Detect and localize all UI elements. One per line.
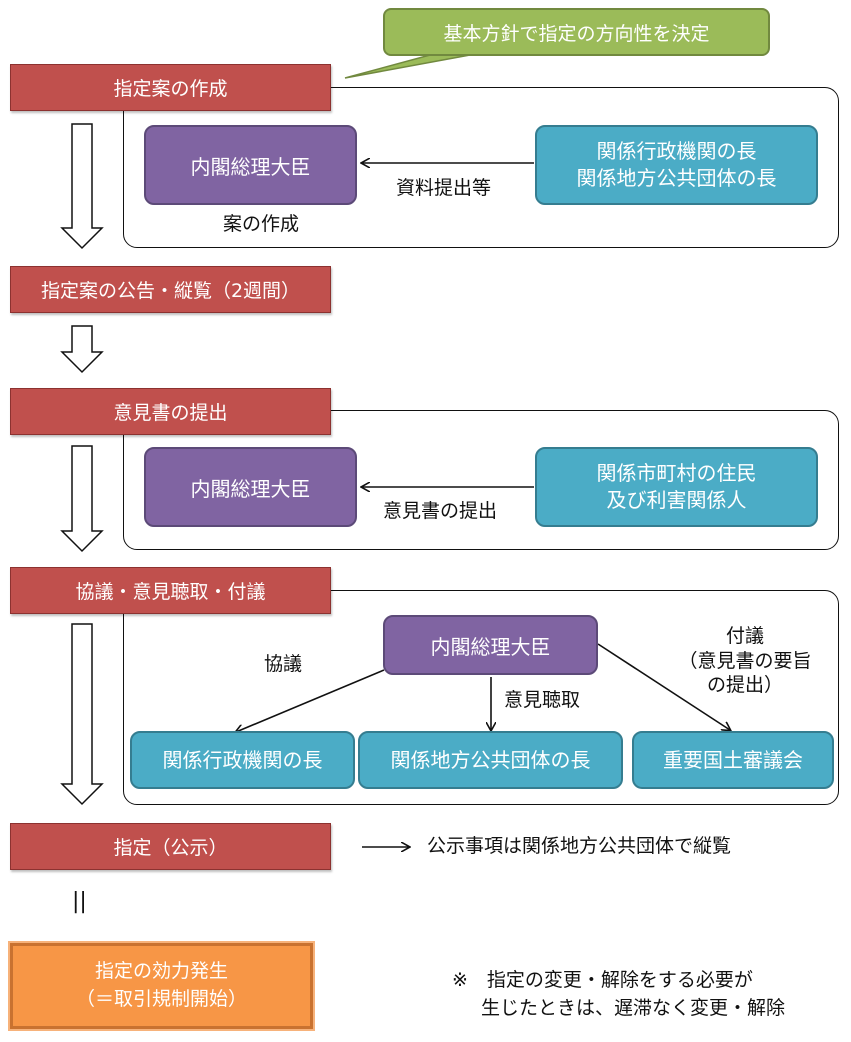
final-line1: 指定の効力発生 xyxy=(94,960,228,983)
footnote-line1: ※ 指定の変更・解除をする必要が xyxy=(452,969,753,991)
step4-actor: 内閣総理大臣 xyxy=(430,634,551,659)
step3-source-box: 関係市町村の住民 及び利害関係人 xyxy=(535,447,818,527)
step4-refer-line3: の提出） xyxy=(706,674,783,697)
step1-caption: 案の作成 xyxy=(223,213,300,235)
step4-title: 協議・意見聴取・付議 xyxy=(75,581,266,603)
step4-target-left-label: 関係行政機関の長 xyxy=(162,747,323,772)
step3-actor-box: 内閣総理大臣 xyxy=(144,447,357,527)
step1-actor-box: 内閣総理大臣 xyxy=(144,125,357,205)
step4-refer-line2: （意見書の要旨 xyxy=(678,649,812,672)
down-arrow-2 xyxy=(60,325,104,374)
step3-actor: 内閣総理大臣 xyxy=(190,476,311,501)
step1-frame xyxy=(123,87,839,248)
step1-title: 指定案の作成 xyxy=(113,78,228,100)
callout-text: 基本方針で指定の方向性を決定 xyxy=(443,22,710,45)
step4-frame xyxy=(123,590,839,805)
step4-target-right-label: 重要国土審議会 xyxy=(663,747,803,772)
step3-source-line2: 及び利害関係人 xyxy=(606,488,747,512)
final-line2: （＝取引規制開始） xyxy=(75,988,247,1010)
step5-title-box: 指定（公示） xyxy=(10,823,331,870)
step4-actor-box: 内閣総理大臣 xyxy=(383,615,598,675)
step2-title: 指定案の公告・縦覧（2週間） xyxy=(40,280,301,302)
step4-refer-label: 付議 （意見書の要旨 の提出） xyxy=(670,624,820,698)
step5-note: 公示事項は関係地方公共団体で縦覧 xyxy=(427,835,732,857)
final-box: 指定の効力発生 （＝取引規制開始） xyxy=(8,941,315,1031)
down-arrow-1 xyxy=(60,123,104,250)
equals-sign: || xyxy=(72,889,87,914)
step4-target-mid: 関係地方公共団体の長 xyxy=(358,731,623,789)
step1-title-box: 指定案の作成 xyxy=(10,64,331,111)
arrow-refer xyxy=(597,643,730,730)
step3-title: 意見書の提出 xyxy=(113,402,228,424)
footnote-line2: 生じたときは、遅滞なく変更・解除 xyxy=(481,997,786,1019)
step3-arrow-label: 意見書の提出 xyxy=(383,500,498,522)
step1-source-line1: 関係行政機関の長 xyxy=(596,139,757,163)
step2-title-box: 指定案の公告・縦覧（2週間） xyxy=(10,266,331,313)
step4-target-left: 関係行政機関の長 xyxy=(130,731,355,789)
step1-actor: 内閣総理大臣 xyxy=(190,154,311,179)
step4-refer-line1: 付議 xyxy=(725,625,764,647)
step3-source-line1: 関係市町村の住民 xyxy=(596,461,757,485)
step4-hearing-label: 意見聴取 xyxy=(504,689,581,711)
step4-target-mid-label: 関係地方公共団体の長 xyxy=(390,747,591,772)
step5-title: 指定（公示） xyxy=(113,837,228,859)
step3-frame xyxy=(123,410,839,550)
step4-title-box: 協議・意見聴取・付議 xyxy=(10,567,331,614)
arrow-consult xyxy=(236,669,385,732)
step4-consult-label: 協議 xyxy=(264,653,303,675)
step1-source-line2: 関係地方公共団体の長 xyxy=(576,166,777,190)
step4-target-right: 重要国土審議会 xyxy=(632,731,834,789)
step1-source-box: 関係行政機関の長 関係地方公共団体の長 xyxy=(535,125,818,205)
step3-title-box: 意見書の提出 xyxy=(10,388,331,435)
down-arrow-3 xyxy=(60,445,104,553)
step1-arrow-label: 資料提出等 xyxy=(396,177,492,199)
down-arrow-4 xyxy=(60,623,104,806)
callout-tail xyxy=(344,54,471,79)
policy-callout: 基本方針で指定の方向性を決定 xyxy=(383,8,770,56)
